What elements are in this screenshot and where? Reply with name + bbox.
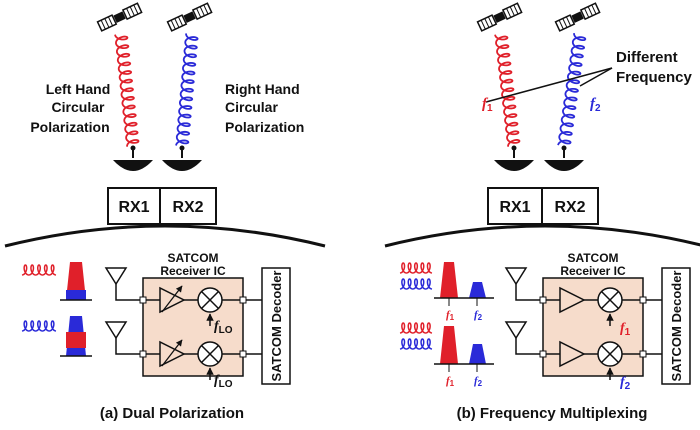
f1-wave-icon	[399, 322, 433, 334]
panel-frequency-multiplexing: Different Frequency f1 f2 RX1 RX2	[384, 2, 700, 422]
rhcp-helix-beam	[175, 33, 199, 146]
f2-wave-icon	[399, 278, 433, 290]
panel-dual-polarization: Left Hand Circular Polarization Right Ha…	[4, 2, 326, 422]
lhcp-label-line3: Polarization	[30, 119, 109, 135]
f2-beam-label: f2	[590, 96, 601, 114]
rx2-box	[541, 187, 599, 225]
freq-spectrum-top	[434, 262, 494, 306]
satellite-icon	[166, 2, 213, 32]
rhcp-label-line2: Circular	[225, 99, 278, 115]
mixer-icon	[184, 287, 240, 326]
ic-title-line1: SATCOM	[167, 251, 218, 265]
dish-antenna-icon	[162, 145, 202, 171]
lhcp-label-line1: Left Hand	[46, 81, 111, 97]
pointer-line	[485, 67, 613, 103]
antenna-icon	[104, 267, 140, 301]
earth-surface	[4, 224, 326, 248]
rhcp-wave-icon	[21, 320, 57, 332]
rx2-box	[159, 187, 217, 225]
lo-f2-label: f2	[620, 375, 631, 392]
mixer-icon	[584, 341, 640, 380]
freq-spectrum-bottom	[434, 326, 494, 372]
lhcp-spectrum	[60, 262, 92, 301]
dish-antenna-icon	[544, 145, 584, 171]
f1-beam-label: f1	[482, 96, 493, 114]
lhcp-label-line2: Circular	[52, 99, 105, 115]
dish-antenna-icon	[494, 145, 534, 171]
f2-wave-icon	[399, 338, 433, 350]
decoder-box	[661, 267, 691, 385]
earth-surface	[384, 224, 700, 248]
lhcp-wave-icon	[21, 264, 57, 276]
antenna-icon	[104, 321, 140, 355]
pointer-line	[579, 67, 613, 87]
spec-f1-label: f1	[446, 375, 455, 388]
f2-helix-beam	[557, 33, 587, 146]
satellite-icon	[554, 2, 601, 32]
mixer-icon	[184, 341, 240, 380]
decoder-box	[261, 267, 291, 385]
ic-title-line2: Receiver IC	[560, 264, 626, 278]
lo-freq-label: fLO	[214, 373, 233, 390]
satellite-icon	[476, 2, 523, 32]
f1-wave-icon	[399, 262, 433, 274]
dish-antenna-icon	[113, 145, 153, 171]
rx1-box	[487, 187, 543, 225]
antenna-icon	[504, 267, 540, 301]
lna-amplifier-icon	[146, 285, 186, 314]
rx2-label: RX2	[172, 199, 203, 216]
caption-a: (a) Dual Polarization	[100, 405, 244, 422]
ic-title-line2: Receiver IC	[160, 264, 226, 278]
spec-f2-label: f2	[474, 375, 483, 388]
rhcp-label-line3: Polarization	[225, 119, 304, 135]
lo-freq-label: fLO	[214, 319, 233, 336]
rhcp-spectrum	[60, 316, 92, 357]
antenna-icon	[504, 321, 540, 355]
mixer-icon	[584, 287, 640, 326]
f1-helix-beam	[494, 34, 521, 147]
lna-amplifier-icon	[146, 339, 186, 368]
lo-f1-label: f1	[620, 321, 631, 338]
rx1-label: RX1	[118, 199, 149, 216]
ic-title-line1: SATCOM	[567, 251, 618, 265]
different-label-line1: Different	[616, 49, 678, 66]
decoder-label: SATCOM Decoder	[669, 271, 684, 382]
decoder-label: SATCOM Decoder	[269, 271, 284, 382]
satellite-icon	[96, 2, 143, 32]
caption-b: (b) Frequency Multiplexing	[457, 405, 648, 422]
different-label-line2: Frequency	[616, 69, 693, 86]
spec-f2-label: f2	[474, 309, 483, 322]
lna-amplifier-icon	[546, 340, 586, 368]
rx1-label: RX1	[499, 199, 530, 216]
lna-amplifier-icon	[546, 286, 586, 314]
spec-f1-label: f1	[446, 309, 455, 322]
lhcp-helix-beam	[114, 34, 140, 147]
rhcp-label-line1: Right Hand	[225, 81, 300, 97]
rx2-label: RX2	[554, 199, 585, 216]
